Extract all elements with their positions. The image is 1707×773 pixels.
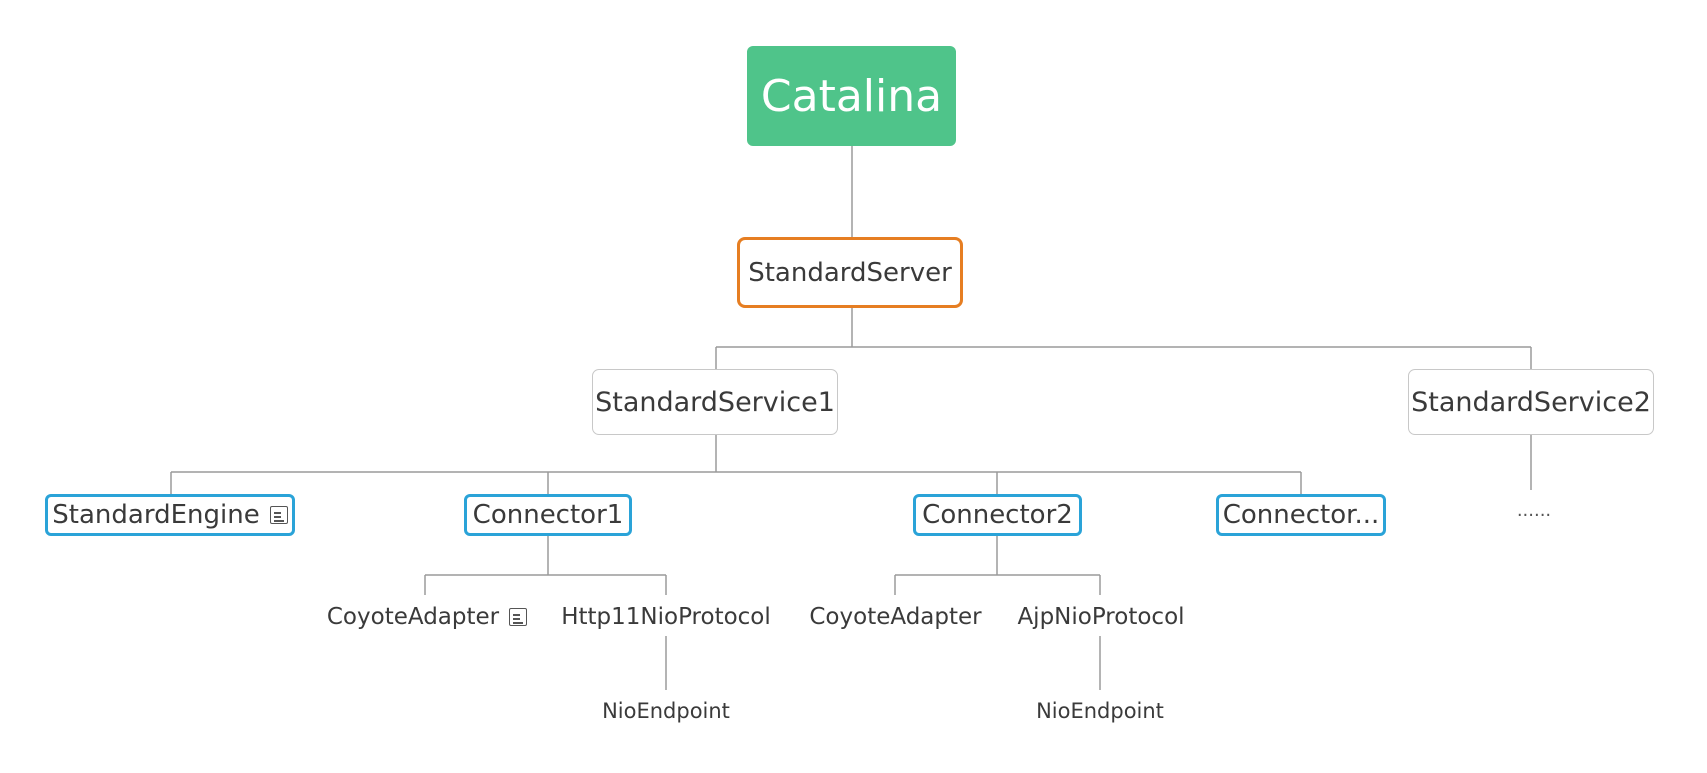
node-connector1[interactable]: Connector1 [464, 494, 632, 536]
node-nio-endpoint-2-label: NioEndpoint [1036, 699, 1164, 723]
node-connector-more[interactable]: Connector... [1216, 494, 1386, 536]
node-connector2[interactable]: Connector2 [913, 494, 1082, 536]
node-http11-nio-protocol-label: Http11NioProtocol [561, 604, 771, 630]
node-standard-service2-label: StandardService2 [1411, 386, 1651, 418]
node-connector1-label: Connector1 [472, 500, 624, 530]
node-connector-more-label: Connector... [1222, 500, 1380, 530]
node-coyote-adapter-1-label: CoyoteAdapter [326, 604, 500, 630]
node-connector2-label: Connector2 [922, 500, 1073, 530]
node-standard-server[interactable]: StandardServer [737, 237, 963, 308]
node-ajp-nio-protocol[interactable]: AjpNioProtocol [1012, 600, 1190, 634]
node-standard-service1-label: StandardService1 [595, 386, 835, 418]
note-icon[interactable] [509, 608, 528, 626]
node-catalina-label: Catalina [760, 70, 943, 122]
node-nio-endpoint-1-label: NioEndpoint [602, 699, 730, 723]
node-coyote-adapter-2[interactable]: CoyoteAdapter [808, 600, 983, 634]
node-standard-service1[interactable]: StandardService1 [592, 369, 838, 435]
note-icon[interactable] [269, 506, 288, 524]
node-coyote-adapter-2-label: CoyoteAdapter [809, 604, 982, 630]
node-standard-engine[interactable]: StandardEngine [45, 494, 295, 536]
node-http11-nio-protocol[interactable]: Http11NioProtocol [560, 600, 772, 634]
node-ajp-nio-protocol-label: AjpNioProtocol [1017, 604, 1185, 630]
node-nio-endpoint-2[interactable]: NioEndpoint [1030, 694, 1170, 728]
node-standard-server-label: StandardServer [748, 257, 952, 288]
node-standard-engine-label: StandardEngine [52, 500, 260, 530]
service2-ellipsis: ...... [1516, 500, 1552, 521]
node-catalina[interactable]: Catalina [747, 46, 956, 146]
node-nio-endpoint-1[interactable]: NioEndpoint [596, 694, 736, 728]
node-standard-service2[interactable]: StandardService2 [1408, 369, 1654, 435]
node-coyote-adapter-1[interactable]: CoyoteAdapter [322, 600, 532, 634]
